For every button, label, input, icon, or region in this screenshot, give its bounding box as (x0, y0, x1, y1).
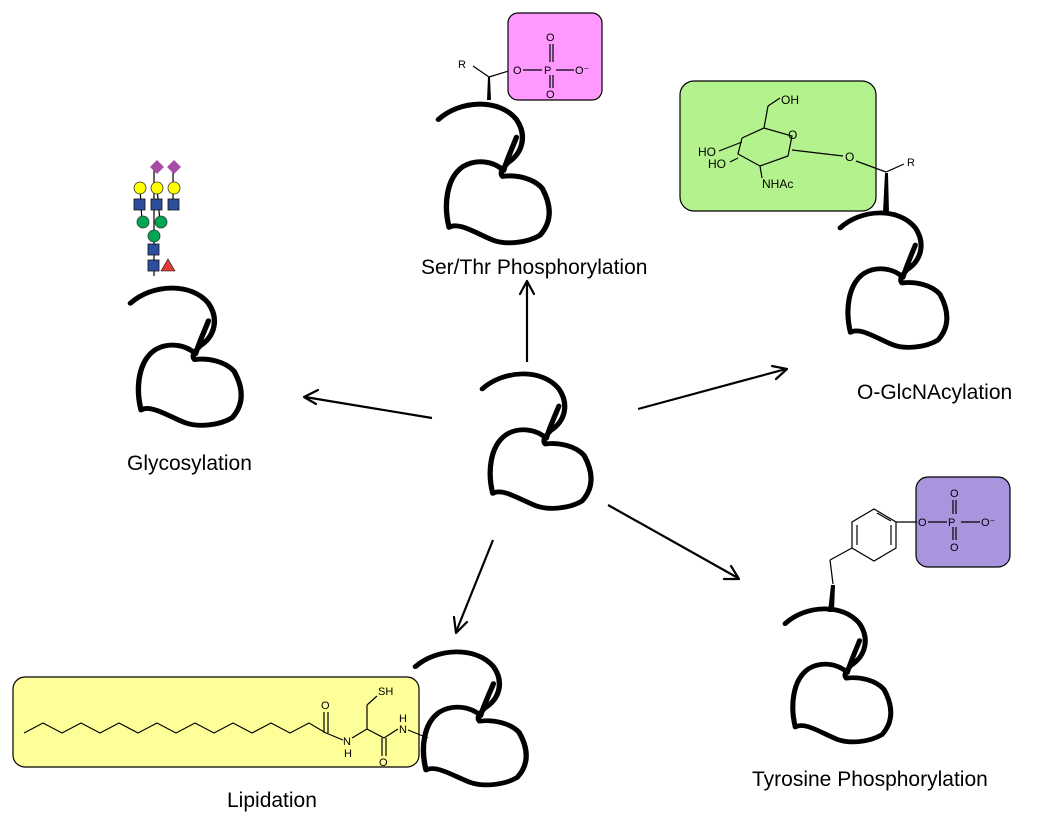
oxo-bottom: O (950, 542, 959, 554)
glycosylation-label: Glycosylation (127, 452, 252, 475)
glycosylation-group: Glycosylation (127, 160, 252, 475)
ester-oxygen: O (918, 517, 927, 529)
glycosidic-oxygen: O (845, 150, 854, 164)
lipid-chain (23, 722, 327, 734)
hydroxyl-c6: OH (781, 93, 799, 107)
arrow-right (637, 364, 789, 411)
lipidation-label: Lipidation (227, 789, 317, 812)
protein-fold-icon (840, 213, 947, 347)
amide-nitrogen-2: N (399, 724, 407, 736)
arrow-down-left (452, 539, 495, 635)
oxo-top: O (546, 32, 555, 44)
tyrosine-phosphorylation-group: O P O O O⁻ Tyrosine Phosphorylation (752, 476, 1011, 791)
ser-thr-label: Ser/Thr Phosphorylation (421, 256, 647, 279)
carbonyl-oxygen: O (379, 757, 388, 769)
oxo-bottom: O (546, 89, 555, 101)
ser-thr-phosphorylation-group: R O P O O O⁻ Ser/Thr Phosphorylation (421, 12, 647, 279)
phosphorus: P (948, 517, 955, 529)
amide-hydrogen-2: H (399, 713, 407, 725)
protein-fold-icon (415, 652, 526, 785)
thiol-group: SH (378, 686, 393, 698)
lipid-box (12, 676, 420, 768)
amide-hydrogen: H (344, 748, 352, 760)
lipidation-group: O N H SH O H N Lipidation (12, 652, 526, 812)
ring-oxygen: O (788, 128, 797, 142)
oxide-anion: O⁻ (575, 65, 590, 77)
oxide-anion: O⁻ (981, 517, 996, 529)
glcnac-label: O-GlcNAcylation (857, 381, 1012, 404)
arrow-down-right (607, 504, 741, 581)
arrow-up (518, 279, 536, 362)
phosphorus: P (544, 65, 551, 77)
glcnac-box (679, 80, 877, 212)
hydroxyl-c3: HO (708, 157, 726, 171)
o-glcnac-group: OH O HO HO NHAc O R O-GlcNAcylation (679, 80, 1012, 404)
oxo-top: O (950, 488, 959, 500)
ester-oxygen: O (513, 65, 522, 77)
arrow-left (302, 388, 433, 420)
amide-oxygen: O (321, 700, 330, 712)
protein-fold-icon (438, 104, 549, 243)
protein-fold-icon (785, 609, 891, 742)
central-protein-icon (482, 374, 591, 508)
hydroxyl-c4: HO (698, 145, 716, 159)
nhac-group: NHAc (762, 177, 793, 191)
protein-fold-icon (130, 288, 241, 425)
glycan-tree-icon (133, 160, 181, 276)
r-group-label: R (458, 59, 466, 71)
amide-nitrogen: N (343, 736, 351, 748)
r-group-label: R (907, 157, 915, 169)
tyrosine-label: Tyrosine Phosphorylation (752, 768, 988, 791)
phosphate-box (507, 12, 603, 101)
